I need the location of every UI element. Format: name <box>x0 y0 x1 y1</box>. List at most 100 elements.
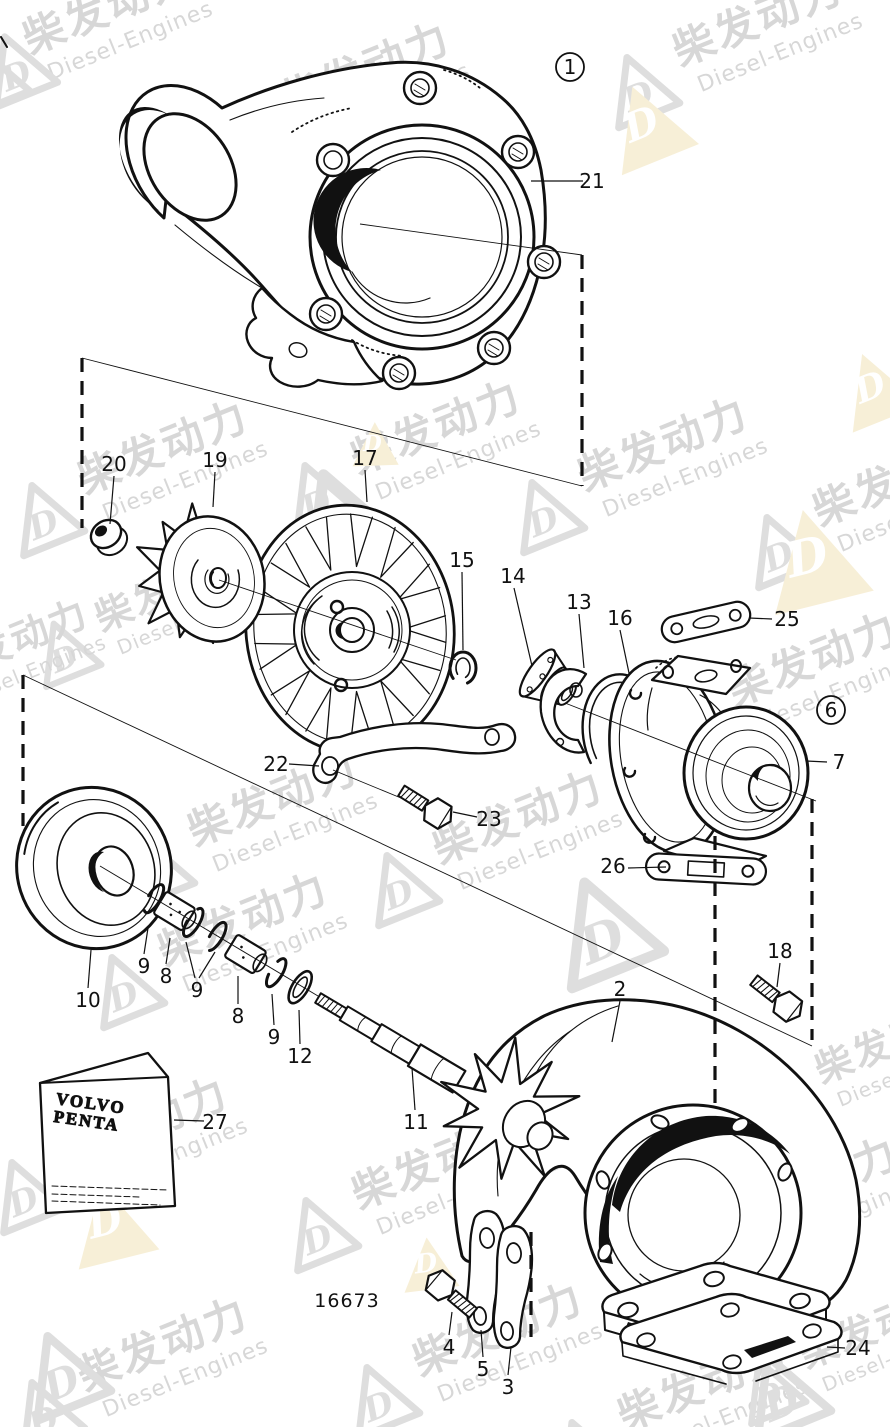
callout-leader-9 <box>143 927 149 955</box>
callout-leader-4 <box>448 1311 453 1336</box>
construction-line <box>218 579 457 661</box>
construction-line <box>332 769 402 799</box>
part-compressor-wheel-19 <box>136 502 266 645</box>
callout-leader-3 <box>507 1346 512 1376</box>
construction-line <box>22 674 813 1047</box>
callout-21: 21 <box>579 169 604 193</box>
callout-5: 5 <box>477 1357 490 1381</box>
callout-leader-23 <box>452 811 478 818</box>
callout-leader-9 <box>185 941 196 979</box>
watermark-logo-icon: D <box>355 1363 424 1427</box>
callout-10: 10 <box>75 988 100 1012</box>
callout-leader-20 <box>109 475 115 525</box>
part-gasket-25 <box>660 600 752 644</box>
watermark-accent-icon: D <box>847 353 890 433</box>
parts-layer: VOLVO PENTA <box>0 36 862 1385</box>
part-gasket-26 <box>644 852 768 886</box>
callout-11: 11 <box>403 1110 428 1134</box>
callout-13: 13 <box>566 590 591 614</box>
assembly-boundaries <box>21 223 817 1337</box>
callout-leader-5 <box>480 1329 484 1358</box>
assembly-ref-circle-1 <box>555 52 585 82</box>
callout-15: 15 <box>449 548 474 572</box>
construction-line <box>564 702 817 802</box>
part-kit-box-27: VOLVO PENTA <box>38 1051 177 1215</box>
assembly-ref-circle-6 <box>816 695 846 725</box>
figure-number: 16673 <box>314 1290 379 1312</box>
watermark-logo-icon: D <box>294 1196 363 1275</box>
callout-4: 4 <box>443 1335 456 1359</box>
callout-9: 9 <box>268 1025 281 1049</box>
callout-leader-24 <box>826 1346 846 1349</box>
part-bearing-bushing-8b <box>224 934 268 974</box>
watermark-accent-icon: D <box>775 509 874 616</box>
callout-27: 27 <box>202 1110 227 1134</box>
callout-6: 6 <box>825 698 838 722</box>
watermark-logo-icon: D <box>0 33 62 111</box>
part-circlip-9b <box>181 906 205 938</box>
svg-text:D: D <box>361 431 382 458</box>
callout-19: 19 <box>202 448 227 472</box>
callout-2: 2 <box>614 977 627 1001</box>
part-compressor-housing-21 <box>118 60 562 391</box>
watermark-logo-icon: D <box>43 620 105 691</box>
callout-leader-17 <box>364 469 368 503</box>
callout-leader-9 <box>198 951 216 979</box>
callout-14: 14 <box>500 564 525 588</box>
callout-3: 3 <box>502 1375 515 1399</box>
callout-leader-8 <box>165 937 171 965</box>
callout-7: 7 <box>833 750 846 774</box>
lug-holes <box>316 78 554 383</box>
callout-25: 25 <box>774 607 799 631</box>
callout-leader-27 <box>173 1119 205 1122</box>
part-seal-ring-12 <box>287 969 314 1005</box>
watermark-accent-icon: D <box>352 422 399 467</box>
callout-26: 26 <box>600 854 625 878</box>
callout-leader-14 <box>513 587 533 667</box>
callout-24: 24 <box>845 1336 870 1360</box>
part-circlip-9d <box>264 957 288 989</box>
callout-20: 20 <box>101 452 126 476</box>
shaft-small-parts <box>142 883 314 1005</box>
watermark-logo-icon: D <box>0 1158 69 1237</box>
part-bolt-18 <box>744 968 809 1028</box>
callout-18: 18 <box>767 939 792 963</box>
callout-leader-7 <box>805 760 828 763</box>
callout-16: 16 <box>607 606 632 630</box>
callout-8: 8 <box>160 964 173 988</box>
watermark-logo-icon: D <box>566 877 670 994</box>
watermark-logo-icon: D <box>33 1331 116 1425</box>
part-locknut-20 <box>89 518 129 557</box>
callout-9: 9 <box>191 978 204 1002</box>
callout-9: 9 <box>138 954 151 978</box>
callout-1: 1 <box>564 55 577 79</box>
callout-8: 8 <box>232 1004 245 1028</box>
construction-line <box>81 357 583 487</box>
part-turbine-housing-2 <box>452 998 862 1385</box>
part-lock-plate-3 <box>492 1225 534 1349</box>
callout-leader-16 <box>619 629 630 674</box>
watermark-logo-icon: D <box>20 481 89 560</box>
callout-leader-13 <box>578 613 585 669</box>
construction-line <box>99 865 319 997</box>
watermark-logo-icon: D <box>520 478 589 557</box>
part-shaft-turbine-11 <box>314 992 581 1180</box>
watermark-logo-icon: D <box>100 953 169 1032</box>
part-retaining-ring-15 <box>448 650 478 686</box>
callout-leader-2 <box>611 1000 621 1043</box>
callout-leader-25 <box>748 617 773 620</box>
part-lock-plate-22 <box>312 721 517 784</box>
part-thrust-plate-13 <box>539 667 588 754</box>
construction-line <box>359 223 583 256</box>
watermark-logo-icon: D <box>560 1418 629 1427</box>
callout-leader-18 <box>776 962 781 988</box>
part-gasket-24 <box>619 1292 843 1385</box>
callout-leader-12 <box>298 1009 301 1045</box>
callout-leader-11 <box>411 1067 416 1111</box>
part-seal-housing-10 <box>15 785 173 951</box>
